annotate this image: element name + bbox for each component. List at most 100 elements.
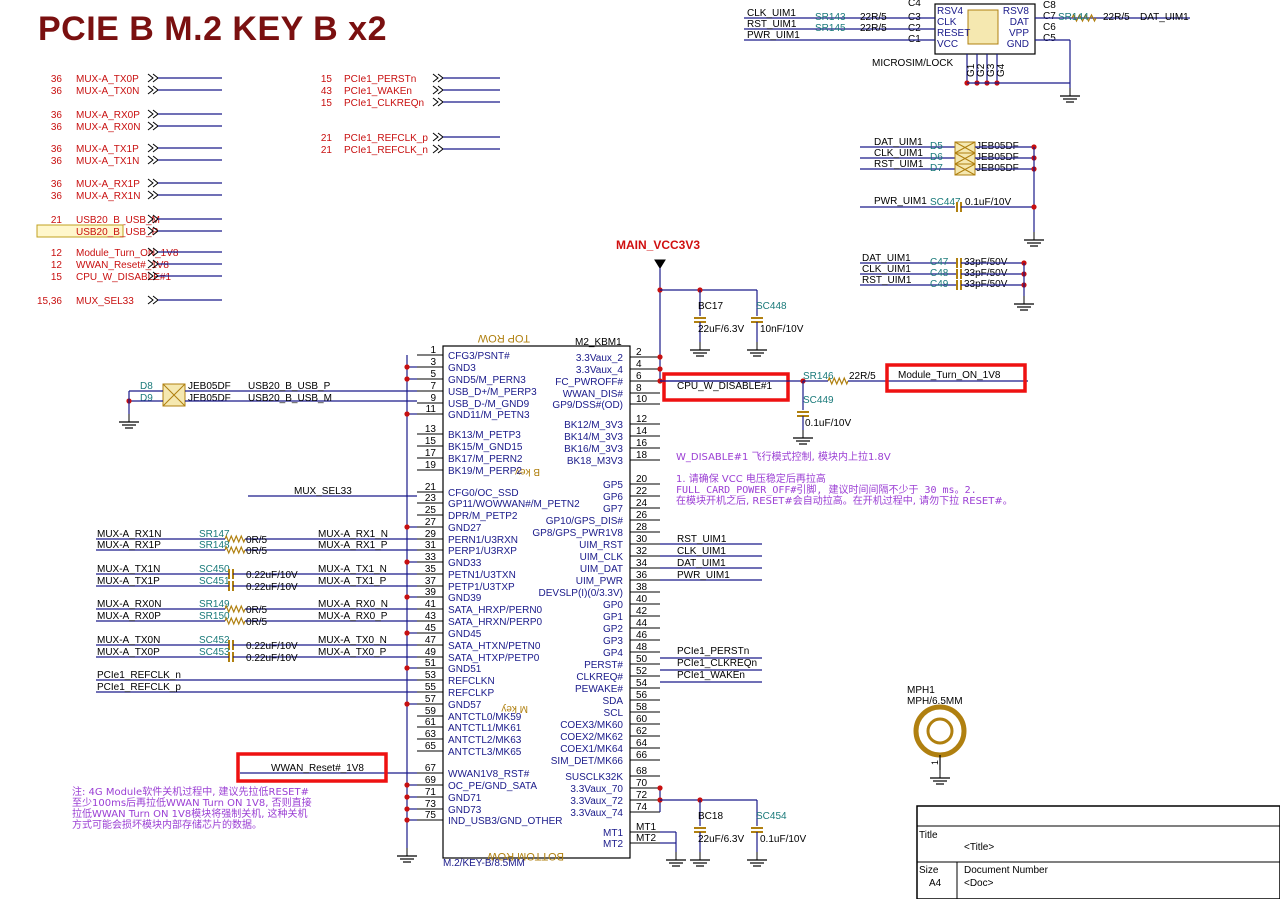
- lane-ref-0: SR147: [199, 529, 230, 540]
- lane-ref-6: SC452: [199, 635, 230, 646]
- right-pin-name-2: 3.3Vaux_2: [576, 353, 624, 364]
- lane-ref-3: SC451: [199, 576, 230, 587]
- left-gnd-dot-8: [404, 701, 410, 707]
- usb-p-net-label: USB20_B_USB_P: [248, 381, 331, 392]
- left-pin-name-39: GND39: [448, 593, 482, 604]
- sc447-net: PWR_UIM1: [874, 196, 927, 207]
- left-pin-name-13: BK13/M_PETP3: [448, 430, 521, 441]
- sim-esd-net-1: CLK_UIM1: [874, 148, 923, 159]
- sim-sr144-ref: SR144: [1058, 12, 1089, 23]
- right-pin-num-60: 60: [636, 714, 648, 725]
- right-pin-name-52: CLKREQ#: [576, 672, 623, 683]
- offsheet-page-13: 15,36: [37, 296, 62, 307]
- right-pin-num-14: 14: [636, 426, 648, 437]
- sim-right-pin-name-2: VPP: [1009, 28, 1029, 39]
- usb-esd-d8-ref: D8: [140, 381, 153, 392]
- lane-pin-net-5: MUX-A_RX0_P: [318, 611, 388, 622]
- note-bottom-4: 方式可能会损坏模块内部存储芯片的数据。: [72, 820, 262, 831]
- sim-cap-ref-2: C49: [930, 279, 949, 290]
- right-pin-num-12: 12: [636, 414, 648, 425]
- offsheet-net-11: WWAN_Reset#_1V8: [76, 260, 169, 271]
- note-bottom-2: 至少100ms后再拉低WWAN Turn ON 1V8, 否则直接: [72, 798, 312, 809]
- right-pin-name-68: SUSCLK32K: [565, 772, 623, 783]
- offsheet-pcie-chevron-1: [432, 85, 444, 95]
- connector-footprint: M.2/KEY-B/8.5MM: [443, 858, 525, 869]
- left-pin-num-41: 41: [425, 599, 437, 610]
- lane-val-0: 0R/5: [246, 535, 268, 546]
- offsheet-net-6: MUX-A_RX1P: [76, 179, 140, 190]
- lane-pin-net-6: MUX-A_TX0_N: [318, 635, 387, 646]
- bottom-power-dot-0: [657, 785, 663, 791]
- right-pin-num-34: 34: [636, 558, 648, 569]
- right-pin-name-40: GP0: [603, 600, 623, 611]
- offsheet-net-1: MUX-A_TX0N: [76, 86, 139, 97]
- left-gnd-dot-5: [404, 594, 410, 600]
- right-pin-name-22: GP6: [603, 492, 623, 503]
- offsheet-pcie-net-3: PCIe1_REFCLK_p: [344, 133, 428, 144]
- lane-net-4: MUX-A_RX0N: [97, 599, 161, 610]
- note-vcc-1: 1. 请确保 VCC 电压稳定后再拉高: [676, 474, 826, 485]
- left-pin-name-71: GND71: [448, 793, 482, 804]
- connector-m-key-label: M key: [501, 703, 528, 714]
- right-pin-num-54: 54: [636, 678, 648, 689]
- sim-esd-net-2: RST_UIM1: [874, 159, 924, 170]
- bc17-val: 22uF/6.3V: [698, 324, 744, 335]
- sc447-dot: [1031, 204, 1037, 210]
- left-pin-name-75: IND_USB3/GND_OTHER: [448, 816, 562, 827]
- usb-esd-cross: [162, 383, 186, 407]
- left-pin-num-39: 39: [425, 587, 437, 598]
- offsheet-page-4: 36: [51, 144, 63, 155]
- right-pin-num-20: 20: [636, 474, 648, 485]
- mph-ref: MPH1: [907, 685, 935, 696]
- offsheet-pcie-page-3: 21: [321, 133, 333, 144]
- lane-val-1: 0R/5: [246, 546, 268, 557]
- right-pin-num-32: 32: [636, 546, 648, 557]
- sim-cap-net-1: CLK_UIM1: [862, 264, 911, 275]
- right-pin-num-28: 28: [636, 522, 648, 533]
- left-pin-name-3: GND3: [448, 363, 476, 374]
- offsheet-chevron-3: [147, 121, 159, 131]
- left-pin-num-57: 57: [425, 694, 437, 705]
- left-pin-num-75: 75: [425, 810, 437, 821]
- right-pin-name-28: GP8/GPS_PWR1V8: [532, 528, 623, 539]
- left-pin-name-29: PERN1/U3RXN: [448, 535, 518, 546]
- lane-ref-1: SR148: [199, 540, 230, 551]
- lane-val-6: 0.22uF/10V: [246, 641, 298, 652]
- right-pin-name-62: COEX2/MK62: [560, 732, 623, 743]
- right-pin-name-12: BK12/M_3V3: [564, 420, 623, 431]
- lane-pin-net-1: MUX-A_RX1_P: [318, 540, 388, 551]
- right-pcie-net-2: PCIe1_WAKEn: [677, 670, 745, 681]
- sc454-ref: SC454: [756, 811, 787, 822]
- left-pin-num-15: 15: [425, 436, 437, 447]
- mux-sel-net-label: MUX_SEL33: [294, 486, 352, 497]
- right-pin-name-36: UIM_PWR: [576, 576, 623, 587]
- note-wdisable: W_DISABLE#1 飞行模式控制, 模块内上拉1.8V: [676, 452, 891, 463]
- lane-net-0: MUX-A_RX1N: [97, 529, 161, 540]
- sim-esd-ref-1: D6: [930, 152, 943, 163]
- right-uim-net-1: CLK_UIM1: [677, 546, 726, 557]
- offsheet-page-0: 36: [51, 74, 63, 85]
- lane-ref-7: SC453: [199, 647, 230, 658]
- offsheet-net-10: Module_Turn_ON_1V8: [76, 248, 179, 259]
- sim-right-pin-2: C6: [1043, 22, 1056, 33]
- left-pin-num-73: 73: [425, 799, 437, 810]
- left-pin-name-27: GND27: [448, 523, 482, 534]
- right-pin-name-6: FC_PWROFF#: [555, 377, 623, 388]
- m2-connector-body: [442, 345, 631, 859]
- right-pin-name-16: BK16/M_3V3: [564, 444, 623, 455]
- lane-ref-2: SC450: [199, 564, 230, 575]
- sim-esd-cross-2: [954, 163, 976, 176]
- right-pin-num-64: 64: [636, 738, 648, 749]
- offsheet-pcie-chevron-0: [432, 73, 444, 83]
- left-pin-num-65: 65: [425, 741, 437, 752]
- left-pin-num-17: 17: [425, 448, 437, 459]
- right-pin-name-42: GP1: [603, 612, 623, 623]
- sim-left-net-0: CLK_UIM1: [747, 8, 796, 19]
- offsheet-net-5: MUX-A_TX1N: [76, 156, 139, 167]
- sim-left-pin-name-2: RESET: [937, 28, 970, 39]
- connector-ref: M2_KBM1: [575, 337, 622, 348]
- left-pin-num-47: 47: [425, 635, 437, 646]
- offsheet-page-12: 15: [51, 272, 63, 283]
- right-pin-name-72: 3.3Vaux_72: [570, 796, 623, 807]
